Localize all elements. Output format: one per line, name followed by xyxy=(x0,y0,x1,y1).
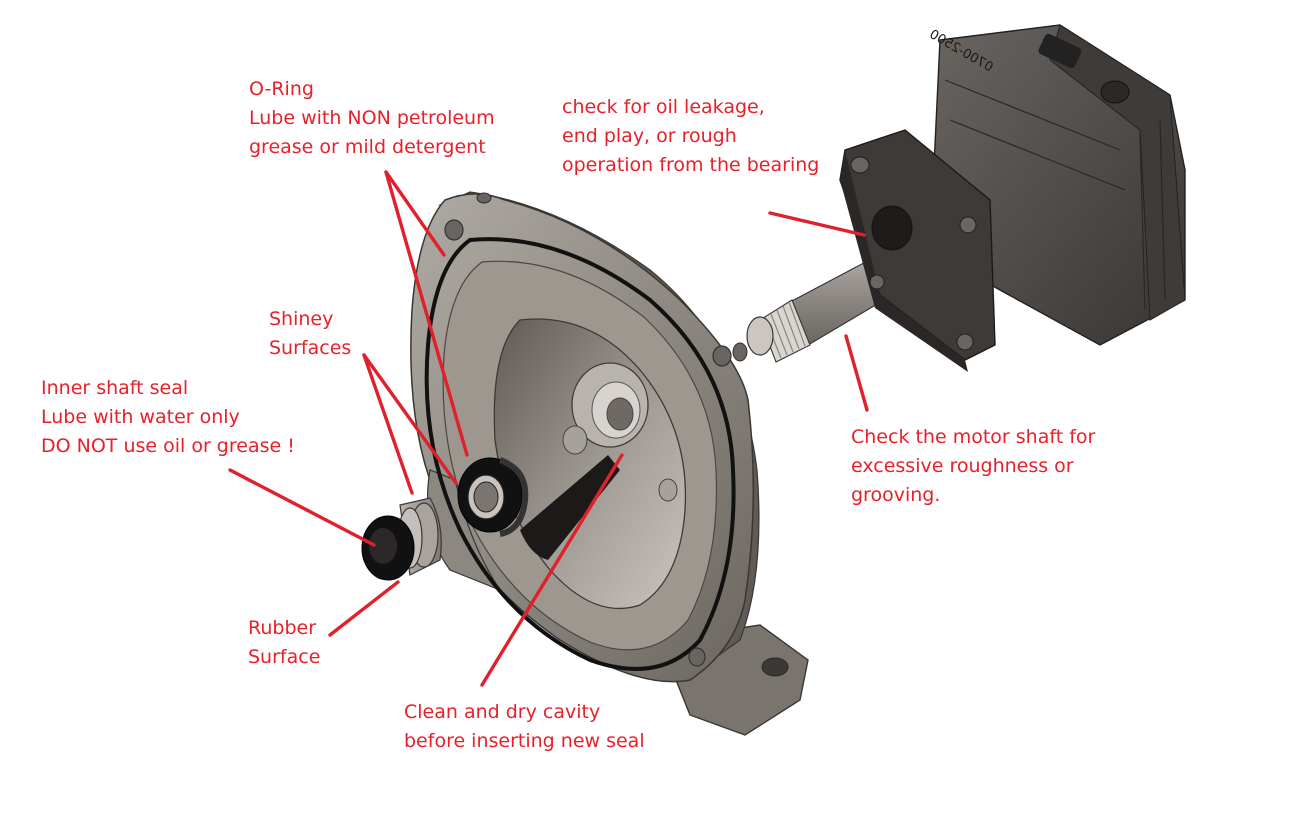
callout-text: Lube with water only xyxy=(41,406,240,428)
callout-text: Clean and dry cavity xyxy=(404,701,601,723)
callout-text: Shiney xyxy=(269,308,334,330)
callout-text: grease or mild detergent xyxy=(249,136,486,158)
callout-text: Surfaces xyxy=(269,337,352,359)
callout-rubber-surface: Rubber Surface xyxy=(248,614,320,672)
callout-text: DO NOT use oil or grease ! xyxy=(41,435,295,457)
pump-housing xyxy=(410,191,809,736)
callout-text: excessive roughness or xyxy=(851,455,1074,477)
callout-o-ring: O-Ring Lube with NON petroleum grease or… xyxy=(249,75,495,162)
motor-body: 0700-2500 xyxy=(839,24,1186,372)
callout-shiney-surfaces: Shiney Surfaces xyxy=(269,305,351,363)
callout-clean-cavity: Clean and dry cavity before inserting ne… xyxy=(404,698,645,756)
callout-text: grooving. xyxy=(851,484,941,506)
callout-text: O-Ring xyxy=(249,78,314,100)
callout-text: end play, or rough xyxy=(562,125,737,147)
inner-shaft-seal xyxy=(361,497,442,581)
callout-text: Check the motor shaft for xyxy=(851,426,1096,448)
callout-text: Rubber xyxy=(248,617,317,639)
callout-bearing: check for oil leakage, end play, or roug… xyxy=(562,93,819,180)
callout-motor-shaft: Check the motor shaft for excessive roug… xyxy=(851,423,1095,510)
callout-text: operation from the bearing xyxy=(562,154,820,176)
callout-text: before inserting new seal xyxy=(404,730,645,752)
callout-text: Inner shaft seal xyxy=(41,377,189,399)
callout-inner-shaft-seal: Inner shaft seal Lube with water only DO… xyxy=(41,374,295,461)
callout-text: Surface xyxy=(248,646,321,668)
callout-text: Lube with NON petroleum xyxy=(249,107,495,129)
leader-lines xyxy=(228,170,869,687)
callout-text: check for oil leakage, xyxy=(562,96,765,118)
o-ring-seal xyxy=(457,457,529,537)
